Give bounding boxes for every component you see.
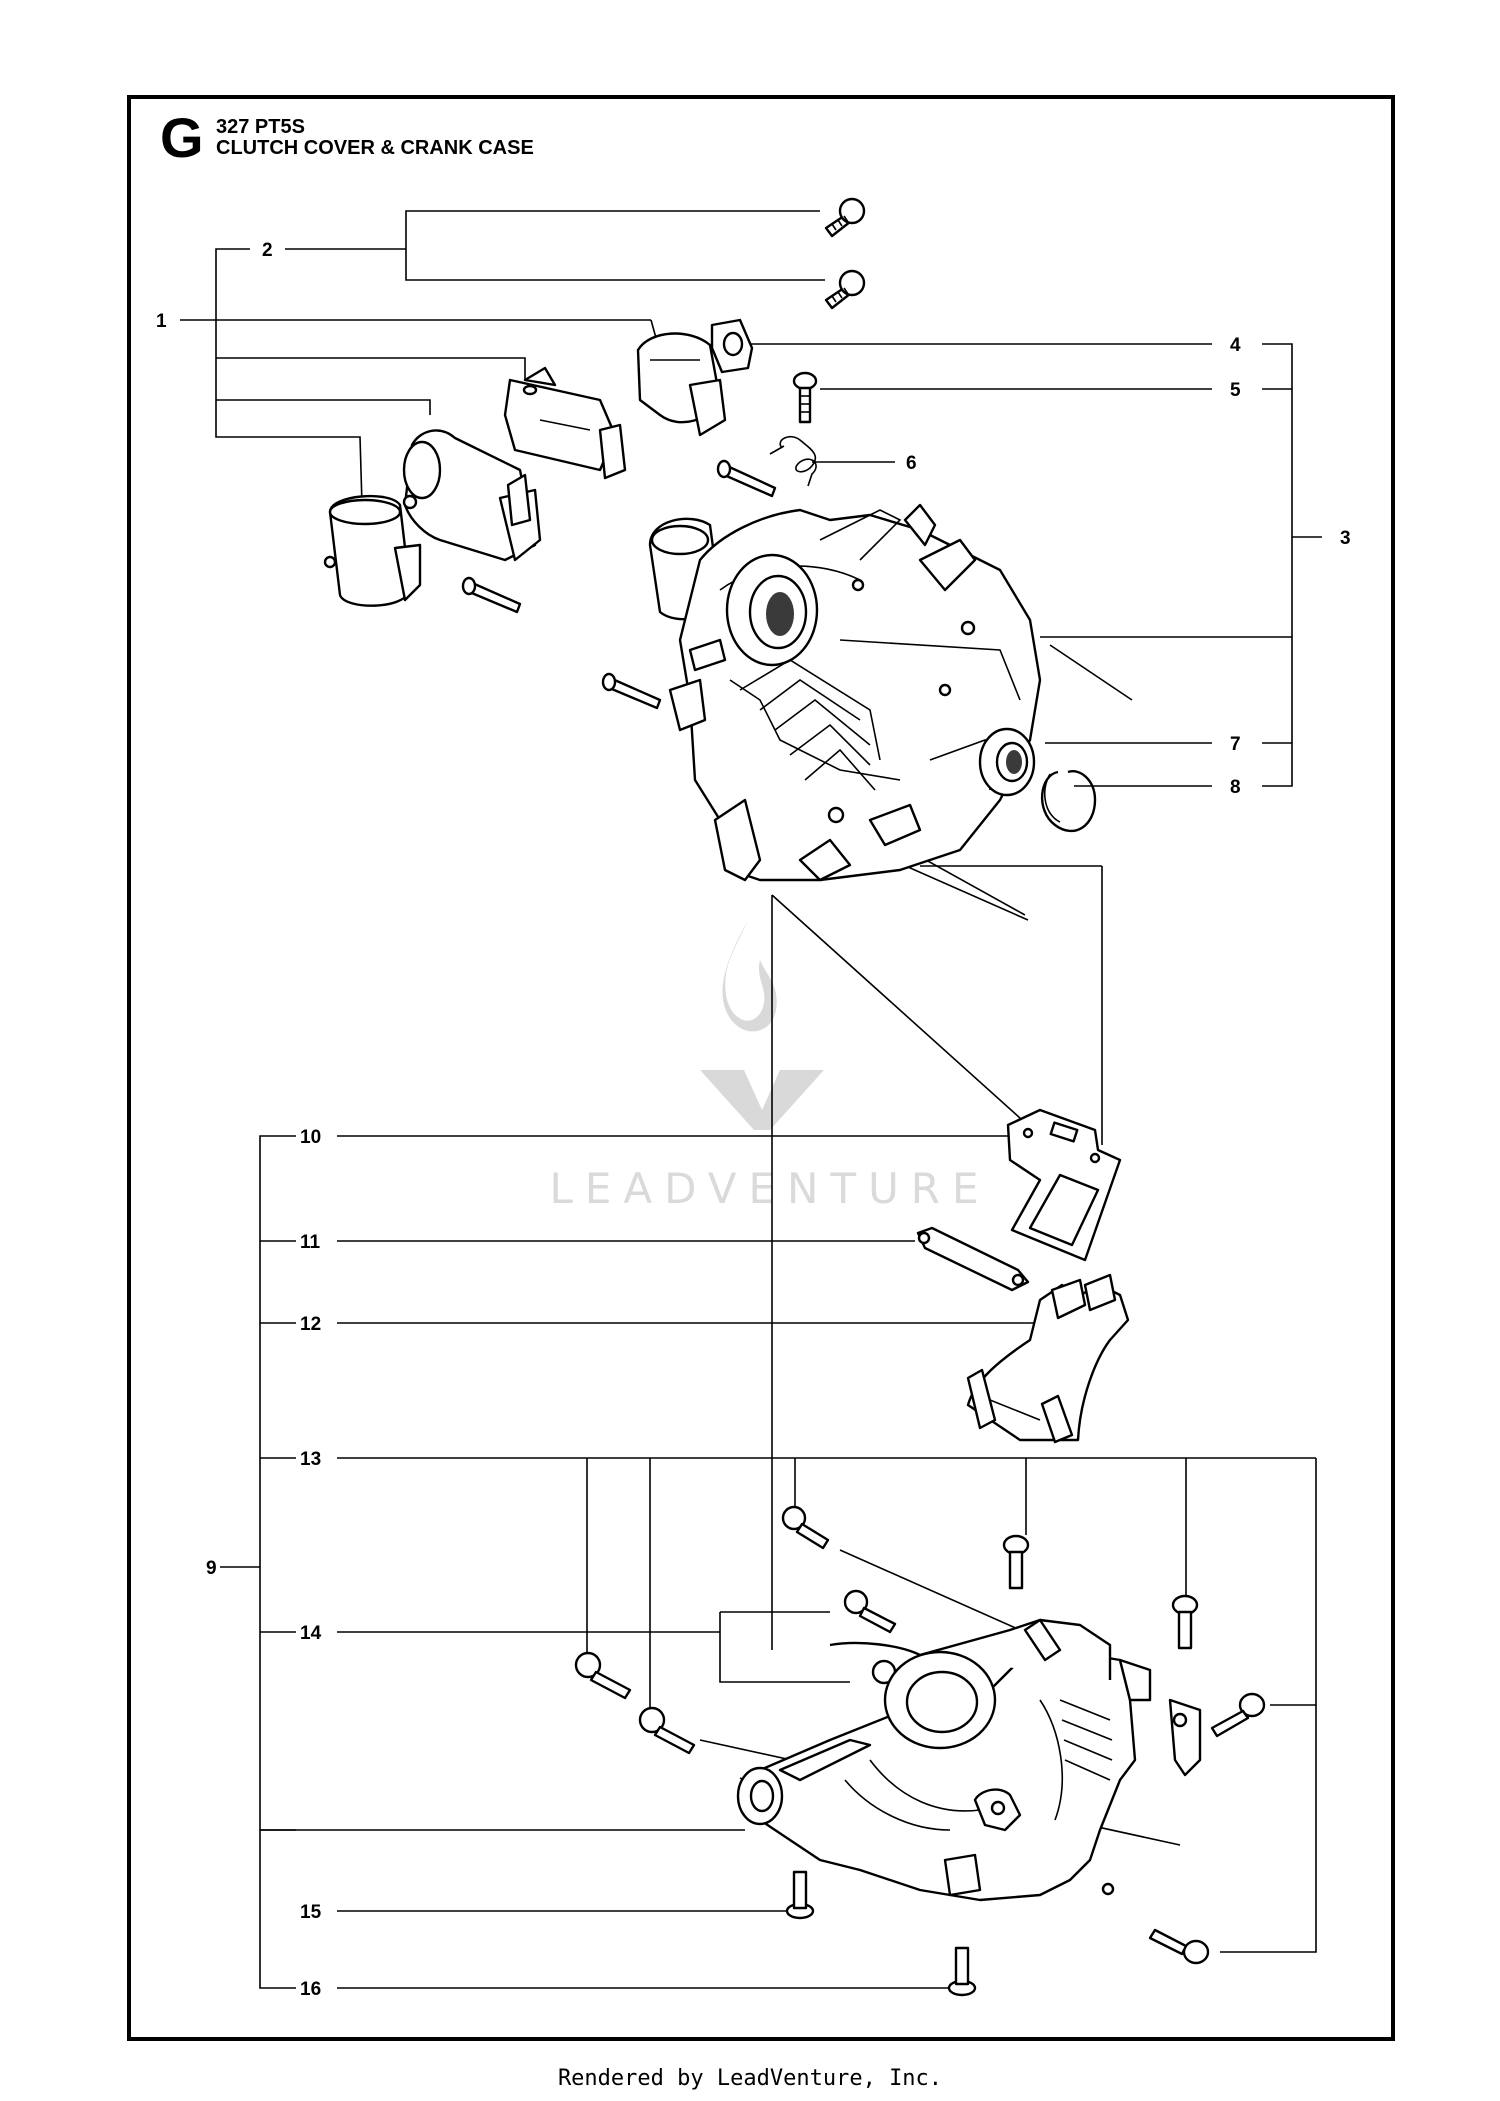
callout-labels: 1 2 3 4 5 6 7 8 9 10 11 12 13 14 15 16 xyxy=(156,240,1351,2000)
bolt-icon xyxy=(1148,1928,1210,1965)
bolt-icon xyxy=(1210,1692,1266,1738)
bolt-icon xyxy=(781,1505,830,1550)
bolt-15-icon xyxy=(785,1870,815,1920)
bolt-icon xyxy=(1171,1594,1199,1650)
bolt-icon xyxy=(1002,1534,1030,1590)
section-letter: G xyxy=(160,106,204,169)
intake-adapter-12-icon xyxy=(966,1273,1130,1444)
bolt-icon xyxy=(843,1589,897,1634)
callout-9: 9 xyxy=(206,1558,217,1579)
callout-6: 6 xyxy=(906,453,917,474)
stud-icon xyxy=(716,459,777,498)
circlip-8-icon xyxy=(1040,770,1097,832)
callout-7: 7 xyxy=(1230,734,1241,755)
callout-11: 11 xyxy=(300,1232,321,1253)
stud-icon xyxy=(461,576,522,614)
callout-13: 13 xyxy=(300,1449,321,1470)
clutch-spring-bracket-icon xyxy=(503,366,627,527)
bolt-5-icon xyxy=(792,371,818,424)
leader-lines xyxy=(180,210,1322,1989)
callout-8: 8 xyxy=(1230,777,1241,798)
diagram-frame xyxy=(127,95,1395,2041)
callout-2: 2 xyxy=(262,240,273,261)
screw-2b-icon xyxy=(824,269,866,310)
stud-icon xyxy=(601,672,662,710)
footer-credit: Rendered by LeadVenture, Inc. xyxy=(557,2066,943,2091)
callout-4: 4 xyxy=(1230,335,1241,356)
watermark-logo-icon xyxy=(700,920,824,1130)
crankcase-upper-half-icon xyxy=(648,503,1042,882)
bolt-icon xyxy=(574,1651,632,1700)
callout-15: 15 xyxy=(300,1902,322,1923)
callout-5: 5 xyxy=(1230,380,1241,401)
diagram-title: CLUTCH COVER & CRANK CASE xyxy=(216,137,534,159)
bolt-16-icon xyxy=(947,1946,977,1997)
clip-4-icon xyxy=(710,318,754,374)
callout-3: 3 xyxy=(1340,528,1351,549)
callout-1: 1 xyxy=(156,311,167,332)
gasket-11-icon xyxy=(916,1226,1030,1292)
bolt-icon xyxy=(638,1706,696,1755)
bearing-7-icon xyxy=(978,727,1036,797)
callout-12: 12 xyxy=(300,1314,321,1335)
model-number: 327 PT5S xyxy=(216,116,305,138)
watermark-text: LEADVENTURE xyxy=(549,1164,991,1213)
screw-2a-icon xyxy=(824,197,866,238)
clutch-drum-icon xyxy=(323,494,422,607)
spring-6-icon xyxy=(769,435,817,487)
crankcase-lower-half-icon xyxy=(736,1618,1202,1902)
callout-10: 10 xyxy=(300,1127,321,1148)
callout-16: 16 xyxy=(300,1979,321,2000)
clutch-shoe-upper-icon xyxy=(636,332,727,437)
callout-14: 14 xyxy=(300,1623,322,1644)
gasket-10-icon xyxy=(1006,1108,1122,1262)
